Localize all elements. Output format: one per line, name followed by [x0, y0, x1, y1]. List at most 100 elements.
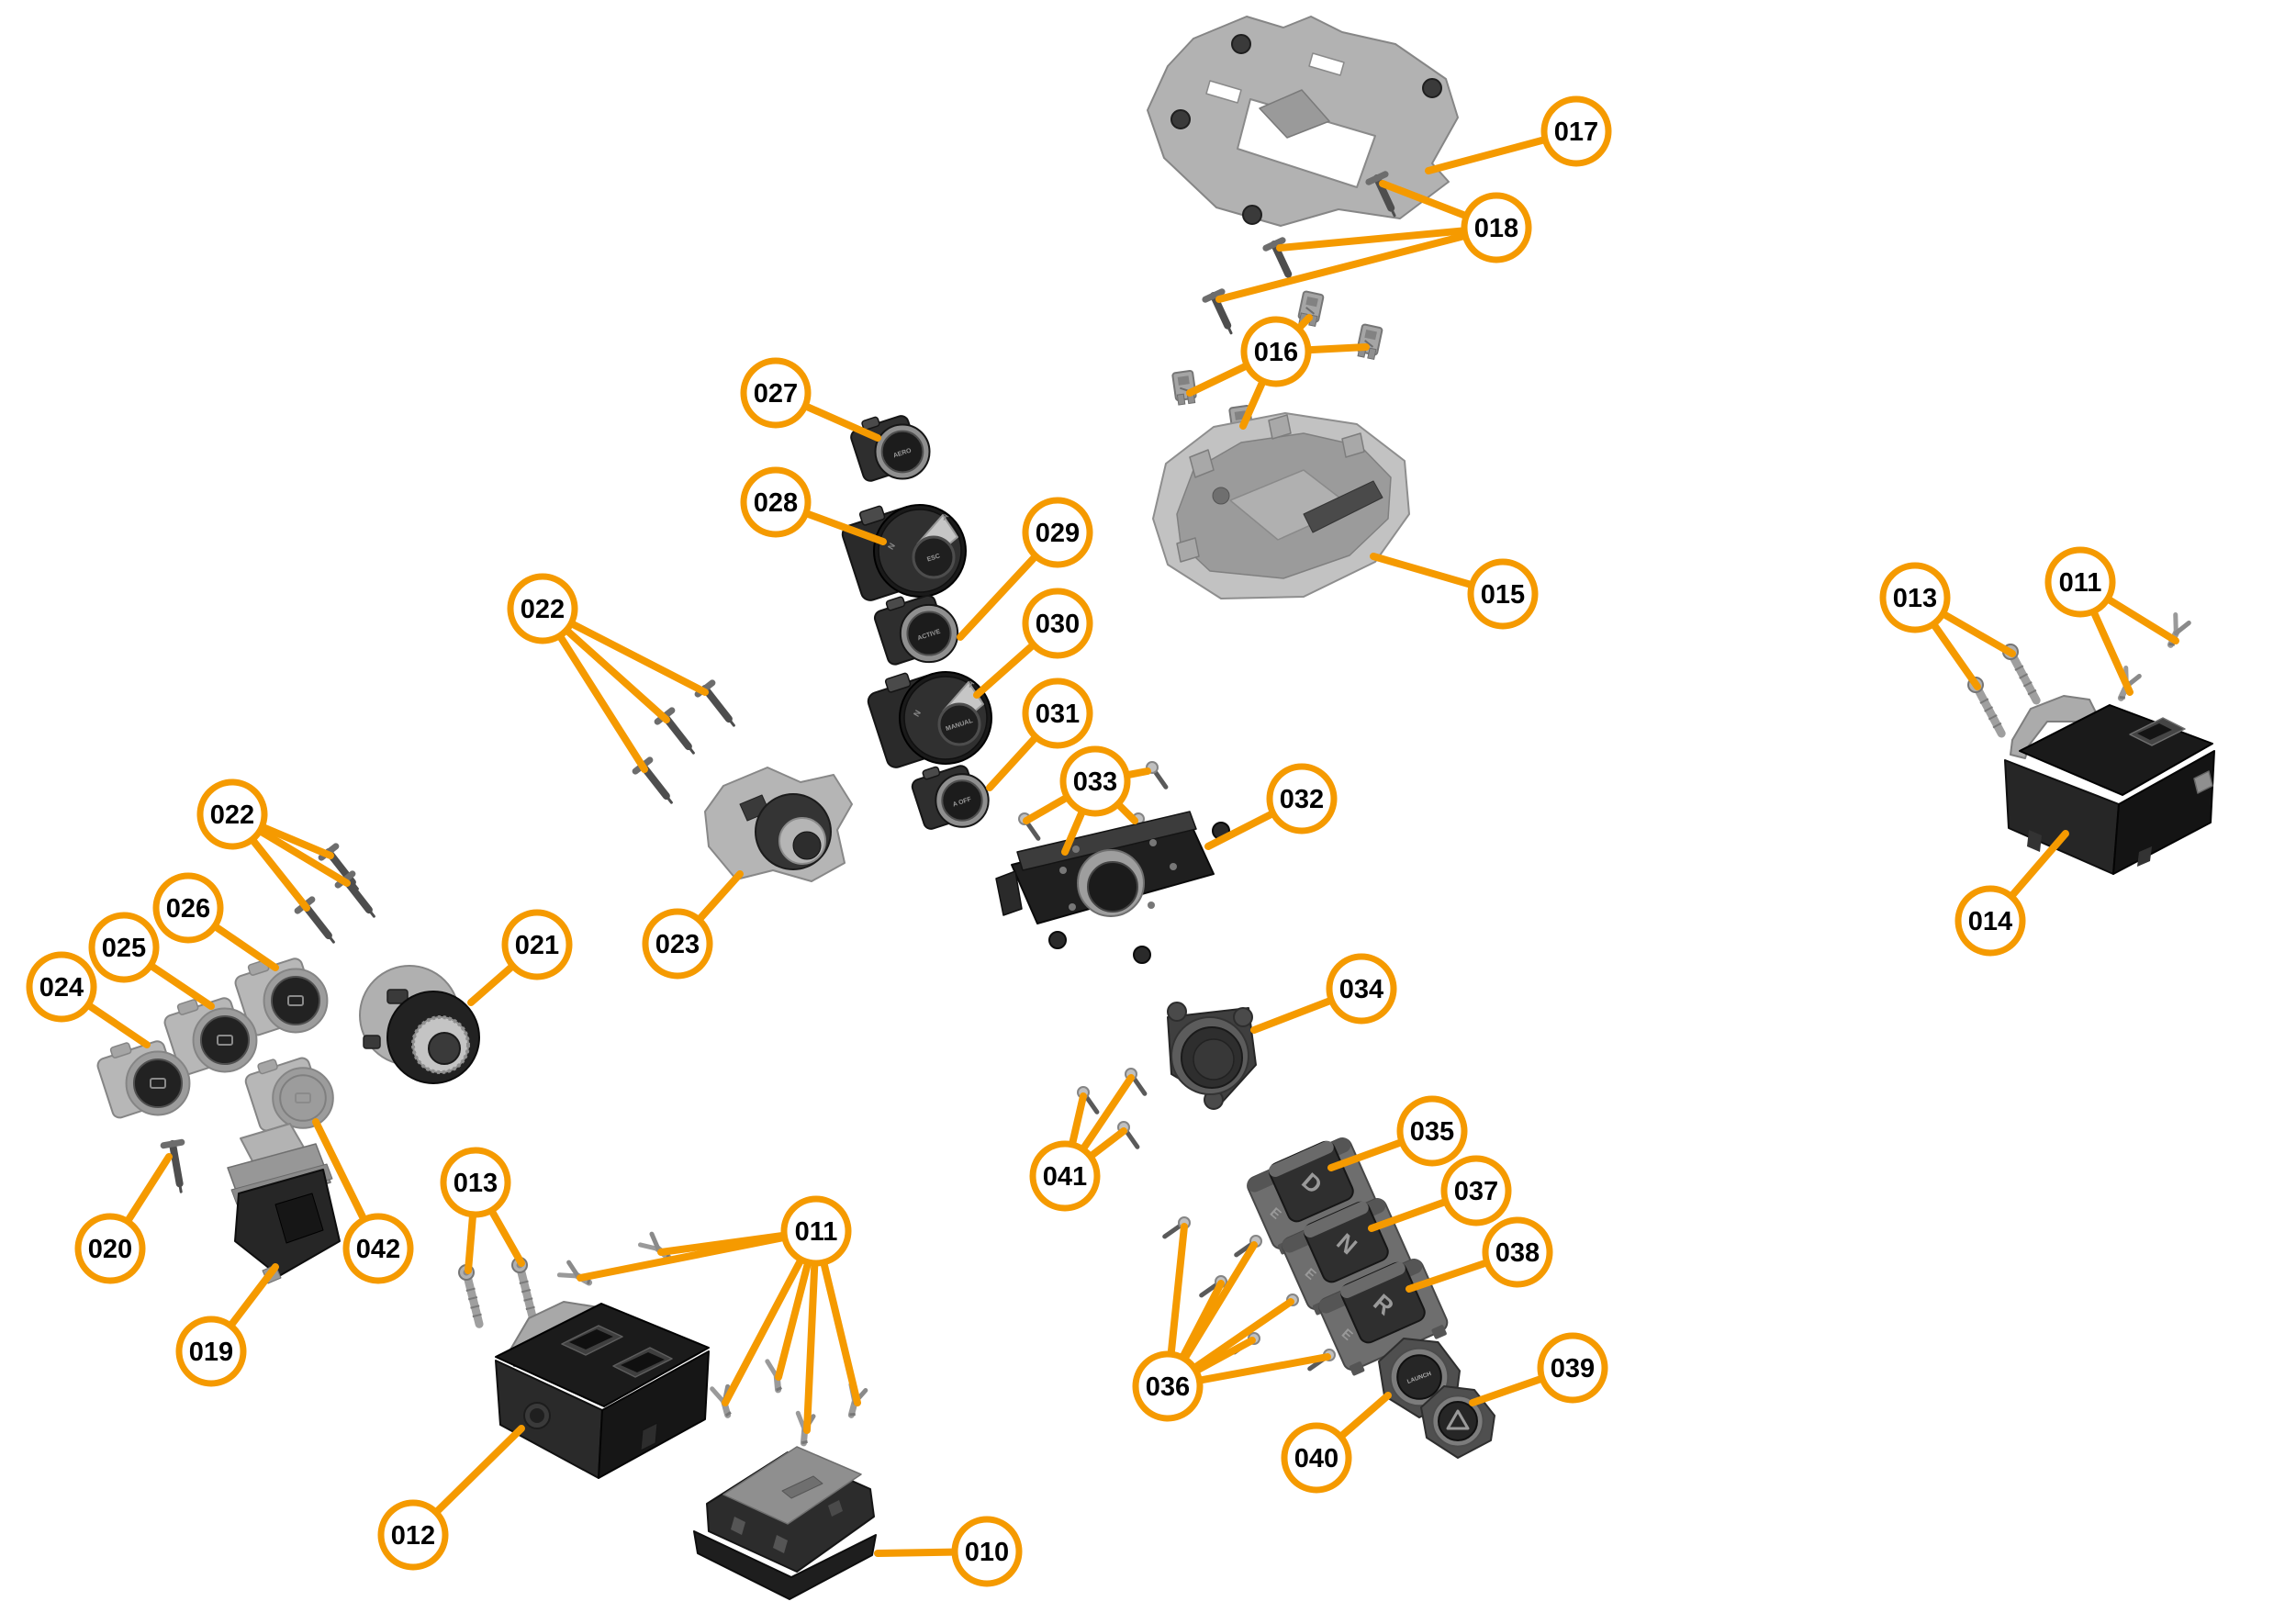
callout-034[interactable]: 034 [1326, 953, 1397, 1025]
leader-line [1197, 1353, 1331, 1384]
leader-line [1182, 1241, 1258, 1361]
callout-010[interactable]: 010 [951, 1516, 1023, 1587]
leader-line [1295, 314, 1313, 331]
callout-022[interactable]: 022 [507, 573, 578, 644]
climate-control-panel-032 [995, 811, 1230, 964]
svg-text:011: 011 [795, 1217, 838, 1247]
leader-line [1931, 622, 1981, 690]
svg-text:024: 024 [39, 973, 84, 1002]
callout-017[interactable]: 017 [1540, 95, 1612, 167]
callout-041[interactable]: 041 [1029, 1140, 1101, 1212]
callout-015[interactable]: 015 [1467, 558, 1539, 630]
svg-text:016: 016 [1254, 338, 1298, 367]
svg-text:023: 023 [655, 930, 700, 959]
leader-line [465, 1212, 476, 1274]
callout-031[interactable]: 031 [1022, 678, 1093, 749]
leader-line [1186, 362, 1249, 397]
callout-011[interactable]: 011 [2044, 546, 2116, 618]
callout-037[interactable]: 037 [1440, 1155, 1512, 1226]
callout-042[interactable]: 042 [342, 1213, 414, 1284]
callout-035[interactable]: 035 [1396, 1095, 1468, 1167]
svg-text:018: 018 [1474, 214, 1518, 243]
leader-line [820, 1260, 861, 1406]
rotary-switch-027: AERO [850, 415, 931, 482]
callout-016[interactable]: 016 [1240, 316, 1312, 387]
leader-lines-layer [85, 136, 2179, 1557]
svg-text:041: 041 [1043, 1162, 1087, 1192]
callout-018[interactable]: 018 [1461, 192, 1532, 263]
svg-text:022: 022 [210, 801, 254, 830]
callout-021[interactable]: 021 [501, 909, 573, 980]
callout-019[interactable]: 019 [175, 1316, 247, 1387]
callout-027[interactable]: 027 [740, 357, 812, 429]
callout-011[interactable]: 011 [780, 1195, 852, 1267]
leader-line [1406, 1259, 1489, 1293]
callout-040[interactable]: 040 [1281, 1422, 1352, 1494]
camera-module-019 [227, 1123, 341, 1284]
leader-line [722, 1257, 804, 1406]
callout-022[interactable]: 022 [196, 778, 268, 850]
callout-026[interactable]: 026 [152, 872, 224, 944]
console-unit-014 [2004, 695, 2215, 875]
svg-text:ESC: ESC [926, 553, 941, 563]
svg-text:012: 012 [391, 1521, 435, 1551]
callout-024[interactable]: 024 [26, 951, 97, 1023]
callout-029[interactable]: 029 [1022, 497, 1093, 568]
leader-line [568, 620, 709, 696]
callout-038[interactable]: 038 [1482, 1216, 1553, 1288]
leader-line [1425, 136, 1548, 174]
callout-030[interactable]: 030 [1022, 588, 1093, 659]
leader-line [1193, 1337, 1256, 1374]
leader-line [1305, 343, 1370, 354]
switch-025 [163, 997, 258, 1076]
clip-016 [1356, 323, 1383, 361]
leader-line [257, 828, 351, 887]
callouts-layer: 017 018 016 015 027 028 029 030 031 033 032 034 022 0… [26, 95, 2116, 1587]
leader-line [564, 627, 670, 723]
leader-line [124, 1153, 173, 1224]
leader-line [1023, 794, 1070, 824]
svg-text:032: 032 [1280, 785, 1324, 814]
overhead-console-housing-015 [1152, 412, 1410, 599]
svg-text:031: 031 [1036, 700, 1080, 729]
callout-036[interactable]: 036 [1132, 1350, 1204, 1422]
callout-025[interactable]: 025 [88, 912, 160, 983]
callout-012[interactable]: 012 [377, 1499, 449, 1571]
leader-line [1250, 997, 1334, 1034]
svg-text:020: 020 [88, 1235, 132, 1264]
svg-text:028: 028 [754, 488, 798, 518]
leader-line [85, 1002, 151, 1048]
svg-text:042: 042 [356, 1235, 400, 1264]
leader-line [577, 1234, 787, 1282]
callout-028[interactable]: 028 [740, 466, 812, 538]
leader-line [986, 734, 1039, 791]
callout-020[interactable]: 020 [74, 1213, 146, 1284]
callout-014[interactable]: 014 [1954, 885, 2026, 957]
leader-line [957, 554, 1038, 641]
svg-text:040: 040 [1294, 1444, 1338, 1473]
callout-033[interactable]: 033 [1059, 745, 1131, 817]
leader-line [212, 923, 279, 971]
svg-text:017: 017 [1554, 118, 1598, 147]
callout-013[interactable]: 013 [1879, 562, 1951, 633]
svg-text:010: 010 [965, 1538, 1009, 1567]
svg-text:015: 015 [1481, 580, 1525, 610]
callout-032[interactable]: 032 [1266, 763, 1338, 834]
sensor-bracket-023 [704, 767, 853, 882]
callout-013[interactable]: 013 [440, 1147, 511, 1218]
leader-line [1115, 801, 1138, 824]
leader-line [1125, 767, 1151, 778]
leader-line [802, 402, 881, 442]
leader-line [2009, 830, 2069, 899]
callout-023[interactable]: 023 [642, 908, 713, 980]
leader-line [556, 633, 648, 773]
svg-text:036: 036 [1146, 1372, 1190, 1402]
callout-039[interactable]: 039 [1537, 1332, 1608, 1404]
svg-text:022: 022 [521, 595, 565, 624]
leader-line [1069, 1092, 1087, 1147]
screw-033 [1146, 761, 1169, 790]
leader-line [874, 1548, 958, 1557]
